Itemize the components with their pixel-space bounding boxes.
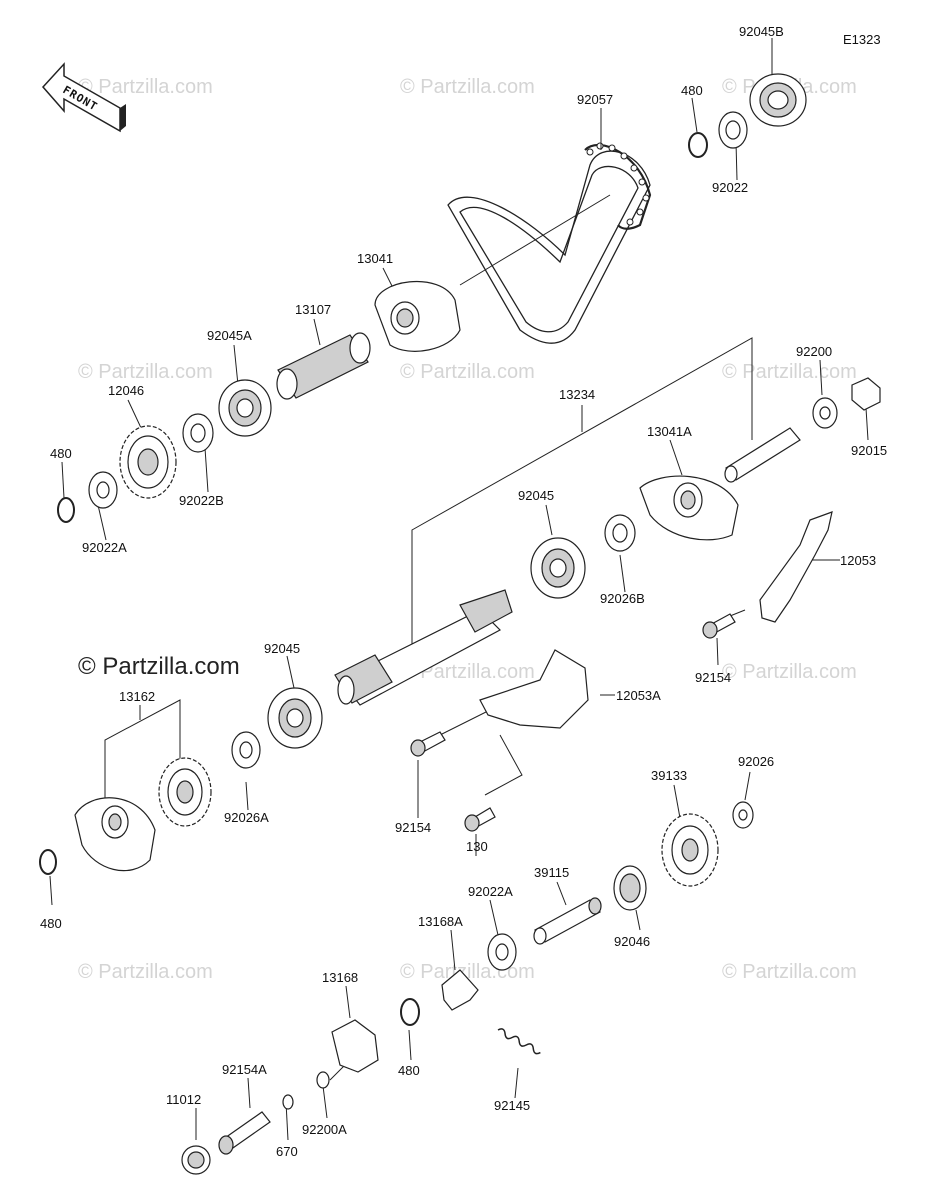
cap-11012 [181,1145,211,1175]
watermark: © Partzilla.com [400,661,535,683]
part-label: 13234 [559,387,595,402]
bearing-92045-mid [530,537,586,599]
bracket-12053 [759,511,833,623]
part-label: 92145 [494,1098,530,1113]
bolt-130 [464,807,496,832]
part-label: 670 [276,1144,298,1159]
part-label: 12053A [616,688,661,703]
cam-13162 [74,797,156,872]
part-label: 92046 [614,934,650,949]
circlip-480-left [57,497,75,523]
drive-chain [447,142,652,344]
part-label: 13168A [418,914,463,929]
o-ring-670 [282,1094,294,1110]
part-label: 480 [681,83,703,98]
part-label: 92154A [222,1062,267,1077]
part-label: 13041A [647,424,692,439]
part-label: 92022 [712,180,748,195]
part-label: 12046 [108,383,144,398]
part-label: 12053 [840,553,876,568]
parts-shapes [39,73,881,1175]
part-label: 13107 [295,302,331,317]
shaft-bolt-upper [724,427,801,483]
cam-13041A [639,475,739,541]
washer-92022B [182,413,214,453]
part-label: 92200A [302,1122,347,1137]
washer-92200 [812,397,838,429]
watermark: © Partzilla.com [722,661,857,683]
washer-92026 [732,801,754,829]
leader-lines [49,38,869,1141]
part-label: 480 [50,446,72,461]
cam-13041 [374,280,461,352]
watermarks: © Partzilla.com © Partzilla.com © Partzi… [78,76,857,983]
washer-92022 [718,111,748,149]
part-label: 92015 [851,443,887,458]
part-label: 92026 [738,754,774,769]
circlip-480-bottom-left [39,849,57,875]
part-labels: 92045B 480 92057 92022 13041 13107 92045… [40,24,887,1159]
part-label: 11012 [166,1092,201,1107]
shaft-13234 [334,589,513,706]
washer-92022A-low [487,933,517,971]
bolt-92154-right [702,613,736,639]
watermark: © Partzilla.com [78,961,213,983]
spring-92145 [497,1028,541,1055]
sprocket-39133 [661,813,719,887]
sprocket-13162 [158,757,212,827]
watermark: © Partzilla.com [722,361,857,383]
lever-13168 [331,1019,379,1073]
washer-92022A [88,471,118,509]
part-label: 92026B [600,591,645,606]
circlip-480-low [400,998,420,1026]
washer-92026B [604,514,636,552]
part-label: 92200 [796,344,832,359]
watermark: © Partzilla.com [78,76,213,98]
sprocket-12046 [119,425,177,499]
part-label: 92022B [179,493,224,508]
part-label: 39133 [651,768,687,783]
part-label: 92154 [695,670,731,685]
shaft-39115 [533,897,602,945]
bolt-92154-mid [410,731,446,757]
part-label: 13168 [322,970,358,985]
part-label: 92154 [395,820,431,835]
part-label: 92057 [577,92,613,107]
bearing-92045-left [267,687,323,749]
watermark: © Partzilla.com [400,361,535,383]
washer-92026A [231,731,261,769]
bearing-92045A [218,379,272,437]
bolt-92154A [218,1111,271,1155]
part-label: 92022A [82,540,127,555]
part-label: 92045A [207,328,252,343]
part-label: 130 [466,839,488,854]
partzilla-watermark: © Partzilla.com [78,653,240,680]
watermark: © Partzilla.com [400,76,535,98]
part-label: 13162 [119,689,155,704]
part-label: 92045 [264,641,300,656]
part-label: 92045B [739,24,784,39]
bracket-12053A [479,649,589,729]
washer-92200A [316,1071,330,1089]
part-label: 92026A [224,810,269,825]
part-label: 92045 [518,488,554,503]
part-label: 13041 [357,251,393,266]
nut-92015 [851,377,881,411]
sleeve-13107 [276,332,371,400]
part-label: 480 [40,916,62,931]
bearing-92045B [749,73,807,127]
needle-bearing-92046 [613,865,647,911]
circlip-480-top [688,132,708,158]
part-label: 480 [398,1063,420,1078]
watermark: © Partzilla.com [78,361,213,383]
diagram-reference: E1323 [843,32,881,47]
part-label: 92022A [468,884,513,899]
part-label: 39115 [534,865,569,880]
watermark: © Partzilla.com [722,961,857,983]
plate-13168A [441,969,479,1011]
